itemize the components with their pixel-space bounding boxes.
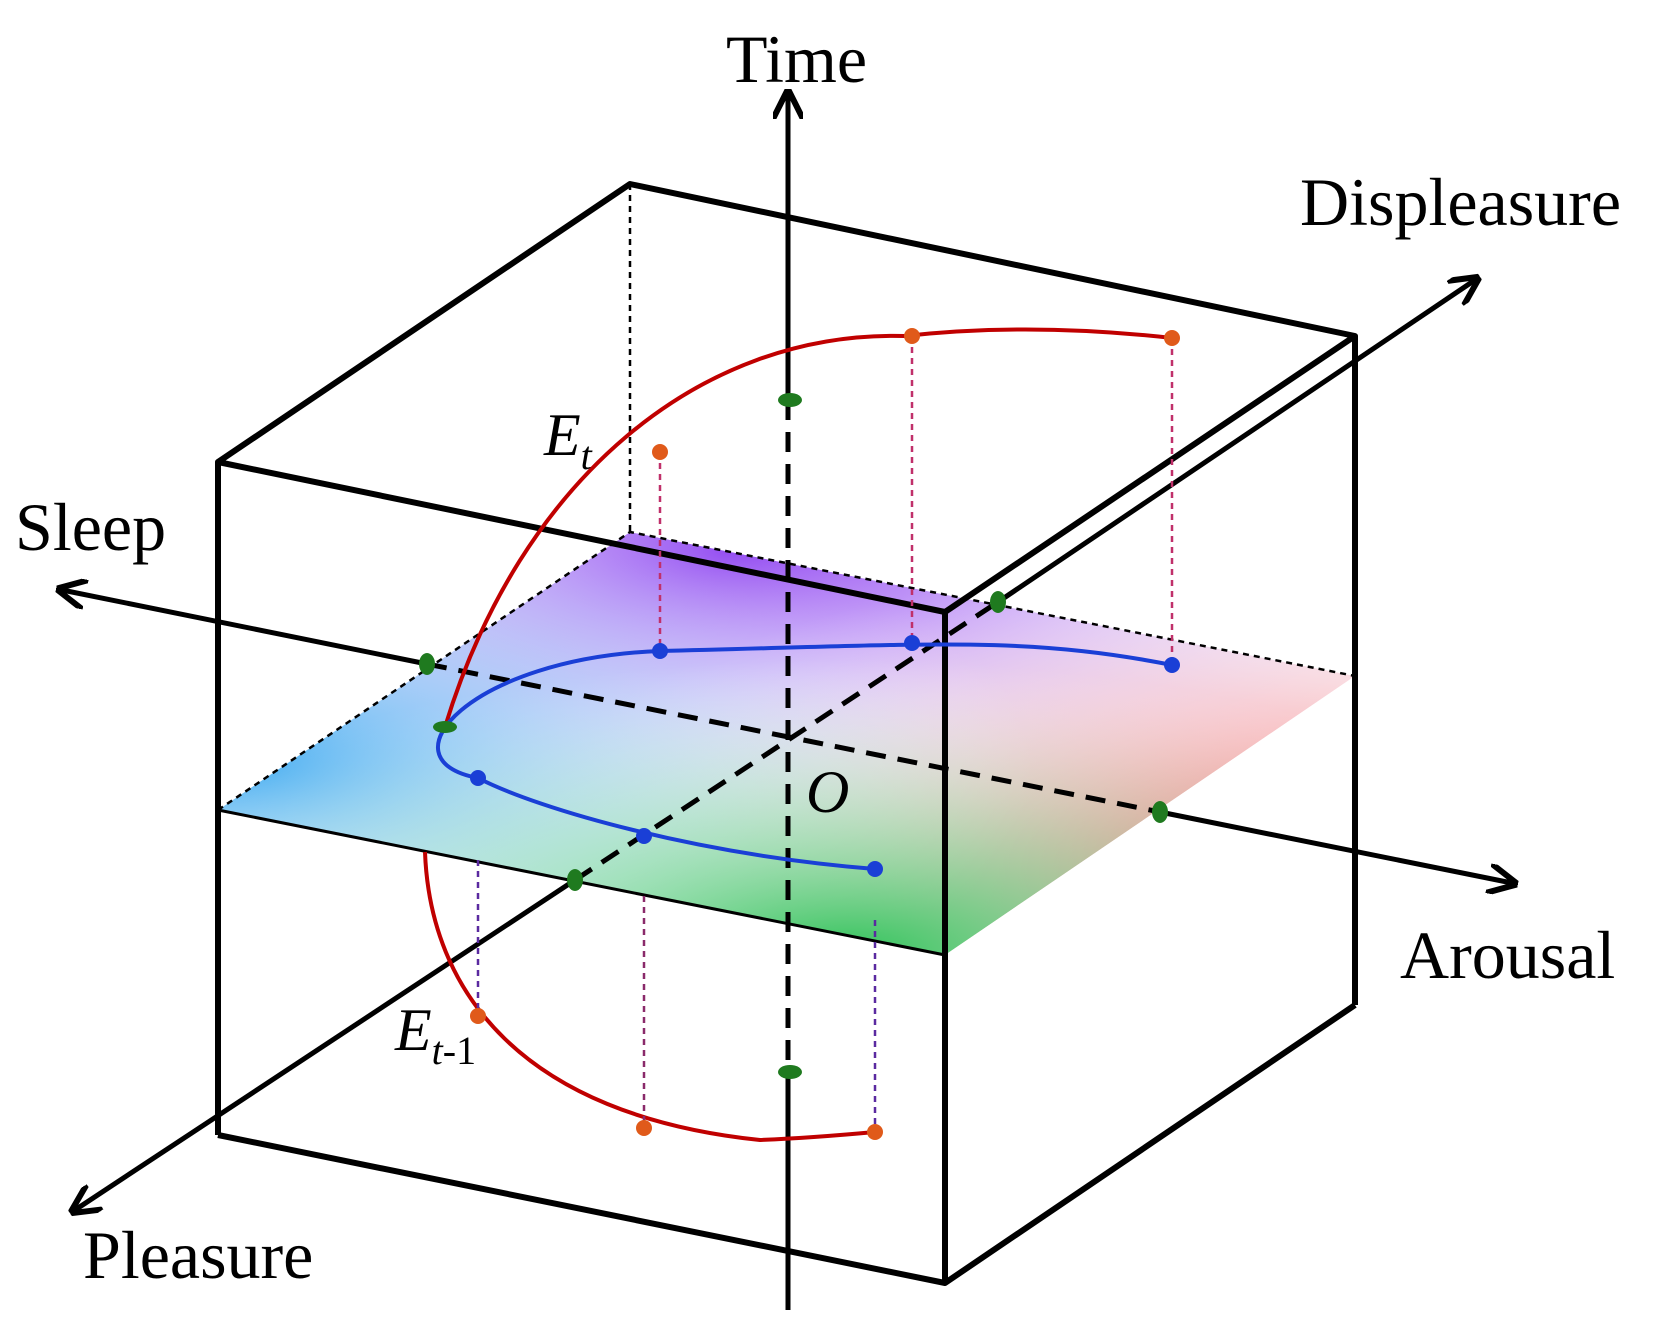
trajectories: [423, 327, 1173, 1143]
crossing-time-bottom: [778, 1065, 802, 1079]
emotion-plane: [218, 532, 1355, 955]
crossing-trajectory: [433, 721, 457, 733]
point-current-1: [652, 444, 668, 460]
displeasure-label: Displeasure: [1300, 164, 1621, 240]
sleep-axis-outer: [62, 590, 428, 667]
point-plane-2: [904, 635, 920, 651]
state-previous-label: Et-1: [394, 997, 476, 1073]
crossing-displeasure: [990, 591, 1006, 613]
time-label: Time: [726, 21, 867, 97]
trajectory-current: [443, 327, 1173, 728]
arousal-label: Arousal: [1400, 917, 1615, 993]
state-current-label: Et: [543, 402, 593, 478]
pleasure-label: Pleasure: [83, 1217, 313, 1293]
point-plane-4: [470, 770, 486, 786]
point-previous-3: [867, 1124, 883, 1140]
crossing-pleasure: [567, 869, 583, 891]
origin-label: O: [806, 759, 849, 825]
point-plane-3: [1164, 657, 1180, 673]
point-previous-2: [636, 1120, 652, 1136]
point-previous-1: [470, 1008, 486, 1024]
trajectory-points: [470, 328, 1180, 1140]
point-current-2: [904, 328, 920, 344]
trajectory-previous: [423, 851, 876, 1143]
arousal-axis-outer: [1159, 809, 1512, 883]
axes: [62, 95, 1512, 1310]
box-frame: [215, 181, 1358, 1286]
pleasure-displeasure-inner: [573, 599, 1000, 883]
sleep-arousal-inner: [426, 661, 1161, 815]
displeasure-axis-outer: [996, 280, 1475, 605]
point-plane-1: [652, 643, 668, 659]
point-plane-5: [636, 828, 652, 844]
crossing-sleep: [419, 653, 435, 675]
pleasure-axis-outer: [75, 877, 577, 1210]
crossing-arousal: [1152, 801, 1168, 823]
point-plane-6: [867, 861, 883, 877]
sleep-label: Sleep: [15, 489, 166, 565]
trajectory-plane: [436, 642, 1173, 871]
projection-lines: [476, 336, 1174, 1132]
crossing-time-top: [778, 393, 802, 407]
point-current-3: [1164, 330, 1180, 346]
axis-crossing-points: [419, 393, 1168, 1079]
